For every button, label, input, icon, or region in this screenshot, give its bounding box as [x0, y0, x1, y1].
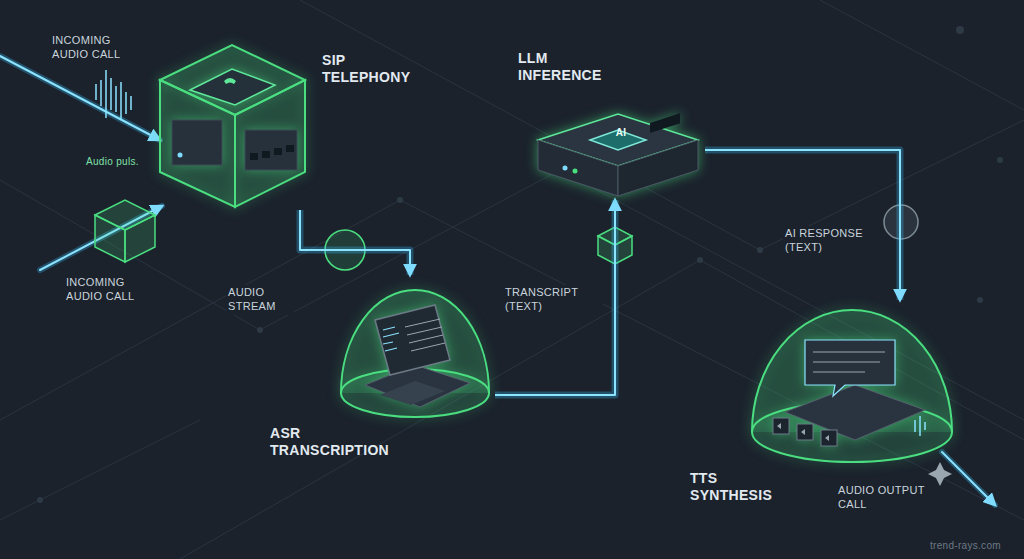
edge-label: TRANSCRIPT (TEXT)	[503, 285, 603, 315]
node-heading: SIP TELEPHONY	[322, 52, 422, 86]
llm-server: LLM INFERENCE	[530, 110, 705, 200]
node-heading: LLM INFERENCE	[518, 50, 608, 84]
glass-sphere	[325, 205, 918, 270]
audio-waveform	[96, 70, 131, 120]
flow-connector	[495, 200, 615, 395]
telephony-cube: SIP TELEPHONY	[150, 35, 315, 210]
node-illustration	[150, 35, 315, 210]
asr-dome: ASR TRANSCRIPTION	[335, 275, 495, 420]
flow-connector	[300, 210, 410, 275]
flow-label: Audio puls.	[86, 156, 156, 169]
node-illustration	[530, 110, 705, 200]
node-heading: ASR TRANSCRIPTION	[270, 425, 400, 459]
edge-label: AI RESPONSE (TEXT)	[783, 226, 873, 256]
flow-label: INCOMING AUDIO CALL	[52, 34, 134, 62]
flow-label: AUDIO OUTPUT CALL	[838, 484, 930, 512]
chip-label: AI	[611, 127, 631, 140]
tts-dome: TTS SYNTHESIS	[745, 300, 960, 465]
watermark: trend-rays.com	[930, 540, 1020, 553]
edge-label: AUDIO STREAM	[226, 285, 294, 315]
node-heading: TTS SYNTHESIS	[690, 470, 790, 504]
flow-label: INCOMING AUDIO CALL	[66, 276, 148, 304]
small-cube	[95, 200, 155, 262]
sparkle	[928, 462, 952, 486]
node-illustration	[335, 275, 495, 420]
node-illustration	[745, 300, 960, 465]
flow-connector	[705, 150, 900, 300]
